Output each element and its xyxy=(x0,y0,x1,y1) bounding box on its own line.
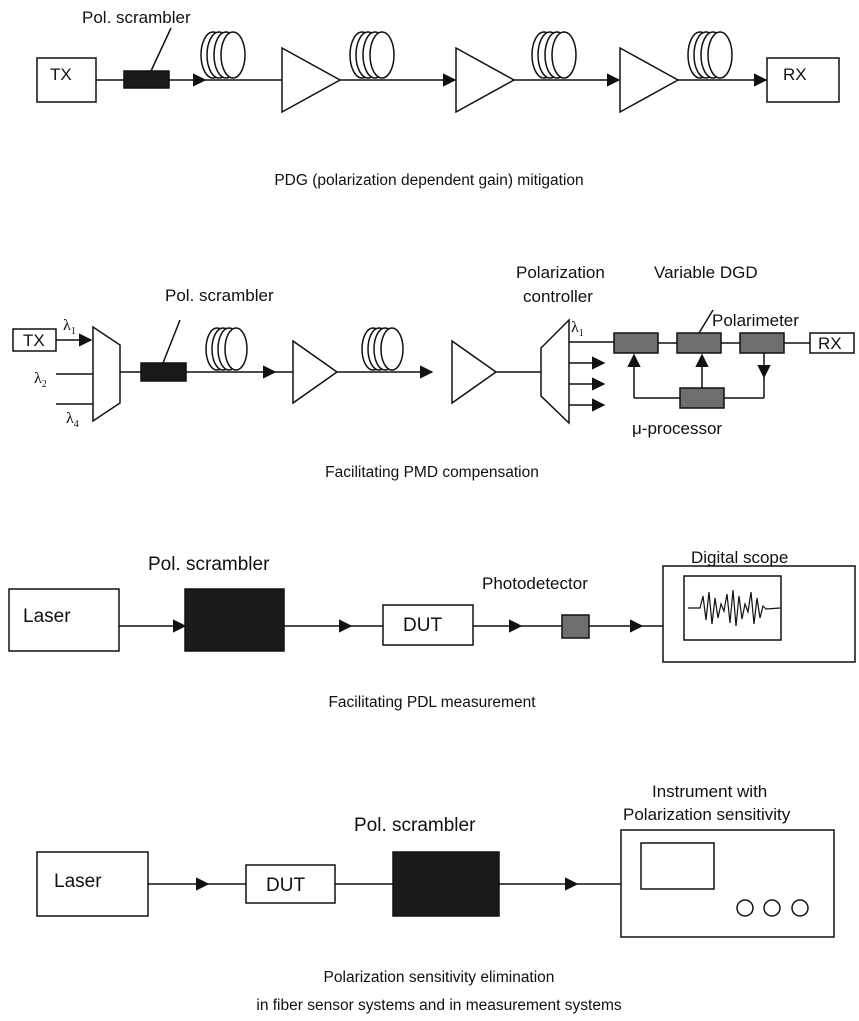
pol-scrambler-box xyxy=(392,851,500,917)
fiber-spool xyxy=(205,327,248,371)
panel2-variable-dgd-label: Variable DGD xyxy=(654,263,758,282)
panel2-lambda1-in: λ1 xyxy=(63,317,76,337)
dut-box xyxy=(382,604,474,646)
fiber-spool xyxy=(349,31,395,79)
pol-scrambler-box xyxy=(123,70,170,89)
amplifier-triangle xyxy=(451,339,498,405)
fiber-spool xyxy=(687,31,733,79)
panel1-rx-label: RX xyxy=(783,65,807,84)
demux-trapezoid xyxy=(540,318,570,425)
panel1-tx-label: TX xyxy=(50,65,72,84)
rx-box xyxy=(766,57,840,103)
panel2-tx-label: TX xyxy=(23,331,45,350)
panel3-scrambler-label: Pol. scrambler xyxy=(148,554,270,575)
panel4-caption-1: Polarization sensitivity elimination xyxy=(324,969,555,986)
photodetector-box xyxy=(561,614,590,639)
pol-controller-box xyxy=(613,332,659,354)
amplifier-triangle xyxy=(455,46,516,114)
scope-waveform xyxy=(688,589,781,627)
instrument-display xyxy=(640,842,715,890)
rx-box xyxy=(809,332,855,354)
panel4-instrument-label-1: Instrument with xyxy=(652,782,767,801)
instrument-knob xyxy=(736,899,754,917)
panel2-lambda2: λ2 xyxy=(34,370,47,390)
panel2-polarimeter-label: Polarimeter xyxy=(712,311,799,330)
panel2-scrambler-label: Pol. scrambler xyxy=(165,286,274,305)
panel2-rx-label: RX xyxy=(818,334,842,353)
panel2-pol-controller-2: controller xyxy=(523,287,593,306)
panel3-dut-label: DUT xyxy=(403,615,442,636)
polarimeter-box xyxy=(739,332,785,354)
panel3-caption: Facilitating PDL measurement xyxy=(328,694,536,711)
pol-scrambler-box xyxy=(184,588,285,652)
panel4-scrambler-label: Pol. scrambler xyxy=(354,815,476,836)
amplifier-triangle xyxy=(292,339,339,405)
panel1-scrambler-label: Pol. scrambler xyxy=(82,8,191,27)
dut-box xyxy=(245,864,336,904)
fiber-spool xyxy=(531,31,577,79)
tx-box xyxy=(36,57,97,103)
panel-pdg-mitigation xyxy=(36,27,840,114)
laser-box xyxy=(36,851,149,917)
panel2-lambda4: λ4 xyxy=(66,410,79,430)
amplifier-triangle xyxy=(619,46,680,114)
processor-box xyxy=(679,387,725,409)
panel2-caption: Facilitating PMD compensation xyxy=(325,464,539,481)
instrument-knob xyxy=(791,899,809,917)
panel-pmd-compensation xyxy=(12,309,855,425)
panel4-instrument-label-2: Polarization sensitivity xyxy=(623,805,791,824)
fiber-spool xyxy=(361,327,404,371)
panel4-dut-label: DUT xyxy=(266,875,305,896)
panel3-laser-label: Laser xyxy=(23,606,71,627)
panel-sensitivity-elimination xyxy=(36,829,835,938)
panel2-pol-controller-1: Polarization xyxy=(516,263,605,282)
panel4-laser-label: Laser xyxy=(54,871,102,892)
mux-trapezoid xyxy=(92,325,121,423)
pol-scrambler-box xyxy=(140,362,187,382)
laser-box xyxy=(8,588,120,652)
panel-pdl-measurement xyxy=(8,565,856,663)
fiber-spool xyxy=(200,31,246,79)
amplifier-triangle xyxy=(281,46,342,114)
panel2-processor-label: μ-processor xyxy=(632,419,722,438)
panel1-caption: PDG (polarization dependent gain) mitiga… xyxy=(274,172,583,189)
panel3-scope-label: Digital scope xyxy=(691,548,788,567)
variable-dgd-box xyxy=(676,332,722,354)
panel4-caption-2: in fiber sensor systems and in measureme… xyxy=(256,997,621,1014)
panel3-photodetector-label: Photodetector xyxy=(482,574,588,593)
instrument-knob xyxy=(763,899,781,917)
panel2-lambda1-out: λ1 xyxy=(571,319,584,339)
